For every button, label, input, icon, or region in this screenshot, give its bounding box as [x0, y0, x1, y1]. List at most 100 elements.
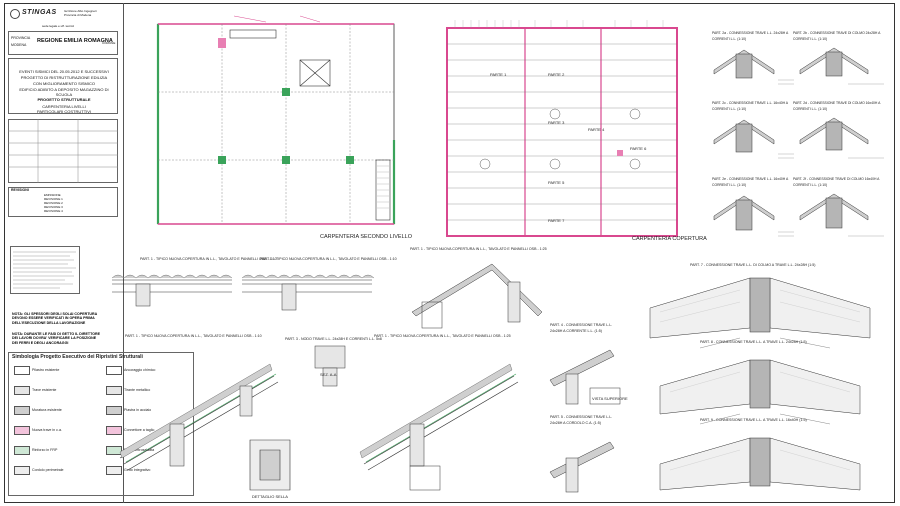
- revisions-box: [8, 187, 118, 217]
- legend-title: Simbologia Progetto Esecutivo dei Ripris…: [12, 354, 143, 360]
- note-1: NOTA: GLI SPESSORI DEGLI SOLAI COPERTURA…: [12, 312, 98, 325]
- roof-section-details-row2: [119, 345, 621, 493]
- logo-mark-icon: [10, 9, 20, 19]
- project-line-4: EDIFICIO ADIBITO A DEPOSITO MAGAZZINO DI…: [19, 87, 109, 97]
- revision-2: REVISIONE 2: [44, 201, 63, 205]
- detail-8-title: PART. 8 - CONNESSIONE TRAVE L.L. A TRAVE…: [700, 340, 807, 344]
- drawing-sheet-border: [4, 3, 895, 503]
- sheet-title-2: PARTICOLARI COSTRUTTIVI: [36, 109, 92, 114]
- detail-4-title: PART. 4 - CONNESSIONE TRAVE L.L. 24x28H …: [550, 323, 613, 333]
- legend-swatch: [14, 466, 30, 475]
- comune-label: COMUNE: [102, 41, 116, 45]
- tile-row-1a: [111, 274, 233, 279]
- legend-swatch: [14, 386, 30, 395]
- connection-5: [549, 441, 615, 479]
- header-note-2: Provincia di Modena: [64, 13, 92, 17]
- beam-1a: [135, 283, 151, 307]
- plan2-part-label: PARTE 4: [588, 127, 605, 132]
- detail-1b-title: PART. 1 - TIPICO NUOVA COPERTURA IN L.L.…: [260, 257, 397, 261]
- saddle-detail-label: DETTAGLIO SELLA: [252, 494, 288, 499]
- plan1-pillar: [218, 156, 226, 164]
- legend-item-label: Rinforzo in FRP: [32, 448, 58, 452]
- legend-swatch: [106, 446, 122, 455]
- detail-1c-title: PART. 1 - TIPICO NUOVA COPERTURA IN L.L.…: [410, 247, 547, 251]
- plan1-pillar-pink: [218, 38, 226, 48]
- beam-section-2b: [825, 51, 843, 77]
- rafter-1d: [169, 423, 185, 467]
- legend-item-label: Connettore a taglio: [124, 428, 155, 432]
- plan2-part-label: PARTE 3: [548, 120, 565, 125]
- detail-1a-title: PART. 1 - TIPICO NUOVA COPERTURA IN L.L.…: [140, 257, 277, 261]
- plan2-part-label: PARTE 1: [490, 72, 507, 77]
- detail-1e-title: PART. 1 - TIPICO NUOVA COPERTURA IN L.L.…: [374, 334, 511, 338]
- beam-section-2a: [735, 53, 753, 79]
- plan2-marker: [629, 158, 641, 170]
- province-region-box: [8, 31, 118, 55]
- legend-box: [8, 352, 194, 496]
- legend-swatch: [106, 386, 122, 395]
- detail-2d-title: PART. 2d - CONNESSIONE TRAVE DI COLMO 16…: [793, 101, 881, 111]
- general-notes-lines: [13, 251, 76, 289]
- tile-slope-1d: [119, 363, 273, 459]
- note-2: NOTA: DURANTE LE FASI DI GETTO IL DIRETT…: [12, 332, 100, 345]
- legend-item-label: Pilastro esistente: [32, 368, 60, 372]
- legend-item-label: Tirante metallico: [124, 388, 151, 392]
- detail-3-title: PART. 3 - NODO TRAVE L.L. 24x28H E CORRE…: [285, 337, 382, 341]
- project-line-2: PROGETTO DI RISTRUTTURAZIONE EDILIZIA: [20, 75, 108, 80]
- legend-swatch: [106, 466, 122, 475]
- plan1-pillar: [346, 156, 354, 164]
- tile-row-1b: [241, 274, 375, 279]
- revision-4: REVISIONE 4: [44, 209, 63, 213]
- plan1-stair: [375, 159, 391, 221]
- connection-4: [549, 349, 615, 387]
- detail-2b-title: PART. 2b - CONNESSIONE TRAVE DI COLMO 24…: [793, 31, 881, 41]
- roof-section-details-row1: [111, 263, 543, 329]
- legend-swatch: [106, 426, 122, 435]
- plan-second-level: [156, 15, 396, 225]
- province-value: MODENA: [11, 43, 27, 47]
- beam-face-7b: [769, 277, 871, 339]
- right-column-details: [713, 47, 884, 237]
- detail-5-title: PART. 5 - CONNESSIONE TRAVE L.L. 24x28H …: [550, 415, 613, 425]
- legend-item-label: Trave esistente: [32, 388, 57, 392]
- header-note-1: Iscrizione Albo Ingegneri: [64, 9, 97, 13]
- company-logo: STINGAS: [10, 9, 56, 19]
- plan2-part-label: PARTE 7: [548, 218, 565, 223]
- legend-item-label: Piastra in acciaio: [124, 408, 152, 412]
- plan2-outline: [446, 27, 678, 237]
- project-box: [8, 58, 118, 114]
- region-name: REGIONE EMILIA ROMAGNA: [37, 38, 113, 44]
- detail-2c-title: PART. 2c - CONNESSIONE TRAVE L.L. 16x40H…: [712, 101, 788, 111]
- legend-swatch: [14, 406, 30, 415]
- plan2-title: CARPENTERIA COPERTURA: [632, 236, 707, 242]
- revisions-header: REVISIONI: [11, 188, 29, 192]
- legend-item-label: Ancoraggio chimico: [124, 368, 156, 372]
- plan1-pillar: [282, 156, 290, 164]
- plan1-title: CARPENTERIA SECONDO LIVELLO: [320, 234, 412, 240]
- plan2-marker: [479, 158, 491, 170]
- gable-1c: [411, 263, 543, 317]
- detail-2f-title: PART. 2f - CONNESSIONE TRAVE DI COLMO 16…: [793, 177, 880, 187]
- roof-pitch-2b: [799, 47, 869, 75]
- section-title: PROGETTO STRUTTURALE: [37, 97, 91, 102]
- legend-item-label: Muratura esistente: [32, 408, 62, 412]
- plan2-part-label: PARTE 2: [548, 72, 565, 77]
- legend-swatch: [106, 366, 122, 375]
- ridge-beam-8: [749, 359, 771, 409]
- detail-9-title: PART. 9 - CONNESSIONE TRAVE L.L. A TRAVE…: [700, 418, 807, 422]
- section-aa-label: SEZ. A-A: [320, 372, 337, 377]
- legend-swatch: [14, 446, 30, 455]
- ridge-beam-7: [749, 277, 771, 333]
- detail-7-title: PART. 7 - CONNESSIONE TRAVE L.L. DI COLM…: [690, 263, 816, 267]
- plan2-part-label: PARTE 6: [630, 146, 647, 151]
- legend-swatch: [14, 366, 30, 375]
- plan2-marker: [549, 158, 561, 170]
- sheet-title-1: CARPENTERIA LIVELLI: [42, 104, 86, 109]
- detail-2e-title: PART. 2e - CONNESSIONE TRAVE L.L. 16x40H…: [712, 177, 789, 187]
- plan-roof: [446, 20, 678, 237]
- company-subtitle: sede legale e uff. tecnici: [42, 24, 75, 28]
- legend-swatch: [14, 426, 30, 435]
- plan2-part-label: PARTE 5: [548, 180, 565, 185]
- legend-item-label: Rete elettrosaldata: [124, 448, 155, 452]
- detail-2a-title: PART. 2a - CONNESSIONE TRAVE L.L. 24x28H…: [712, 31, 789, 41]
